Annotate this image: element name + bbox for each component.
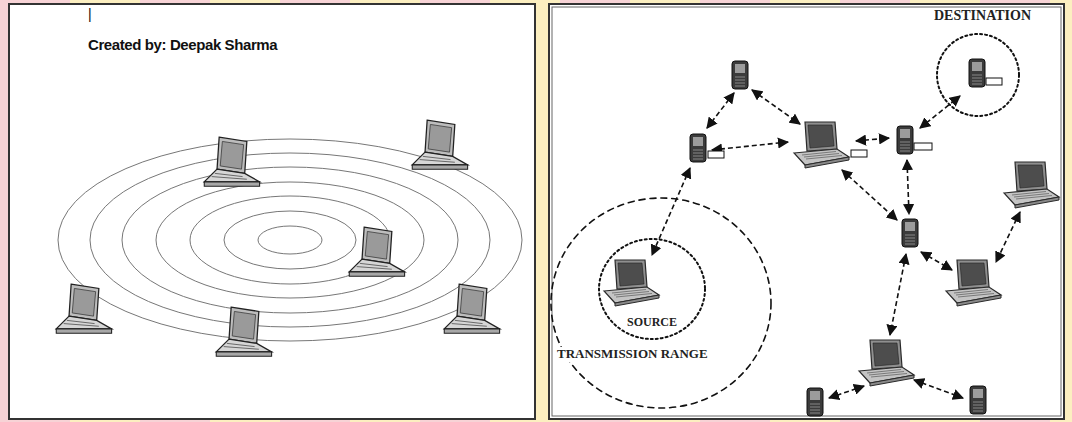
cursor-mark: | xyxy=(88,6,92,22)
range-label: SOURCE xyxy=(625,316,679,330)
author-credit: Created by: Deepak Sharma xyxy=(88,36,277,53)
range-label: TRANSMISSION RANGE xyxy=(555,347,710,362)
range-circle xyxy=(936,33,1020,117)
destination-range: DESTINATION xyxy=(936,33,1020,117)
source-range: SOURCE xyxy=(598,238,706,340)
range-circle xyxy=(550,197,772,409)
transmission-range: TRANSMISSION RANGE SOURCE xyxy=(550,197,772,409)
range-label: DESTINATION xyxy=(932,8,1033,24)
